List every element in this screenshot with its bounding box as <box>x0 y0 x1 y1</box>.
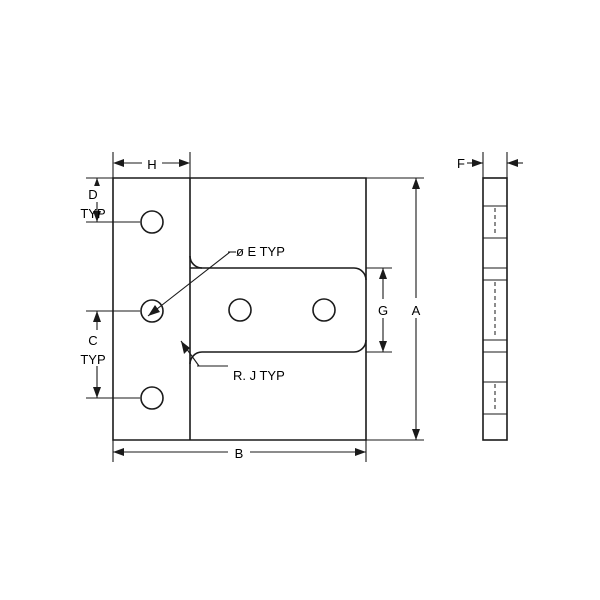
dim-g-text-mask <box>373 299 393 318</box>
dim-c-label: C <box>88 333 97 348</box>
side-view-outline <box>482 177 508 441</box>
dim-b-text-mask <box>228 443 250 461</box>
hole-callout: ø E TYP <box>147 244 285 317</box>
radius-callout-label: R. J TYP <box>233 368 285 383</box>
dim-c-typ-label: TYP <box>80 352 105 367</box>
radius-callout: R. J TYP <box>180 340 285 383</box>
dim-f-arrow-right <box>507 159 518 167</box>
hole-callout-leader <box>147 251 231 317</box>
side-view <box>482 177 508 441</box>
hole-top-left <box>140 210 164 234</box>
front-view-upper-step <box>190 267 367 281</box>
dimension-b: B <box>112 440 367 462</box>
dim-a-label: A <box>412 303 421 318</box>
dimension-d: D TYP <box>80 177 140 223</box>
dim-a-text-mask <box>406 298 426 318</box>
dim-b-arrow-left <box>113 448 124 456</box>
dim-a-arrow-bottom <box>412 429 420 440</box>
dim-c-text-mask <box>84 330 110 366</box>
dim-c-arrow-top <box>93 311 101 322</box>
dim-c-arrow-bottom <box>93 387 101 398</box>
dimension-g: G <box>366 267 393 353</box>
hole-middle-right <box>312 298 336 322</box>
front-view-outline <box>112 177 367 441</box>
dimension-f: F <box>457 152 523 178</box>
dim-h-arrow-right <box>179 159 190 167</box>
front-view <box>112 177 367 441</box>
dim-d-typ-label: TYP <box>80 206 105 221</box>
dim-g-arrow-bottom <box>379 341 387 352</box>
dim-a-arrow-top <box>412 178 420 189</box>
dim-f-label: F <box>457 156 465 171</box>
dim-h-text-mask <box>142 154 162 172</box>
dim-d-label: D <box>88 187 97 202</box>
hole-callout-label: ø E TYP <box>236 244 285 259</box>
dimension-c: C TYP <box>80 310 140 399</box>
dim-d-arrow-bottom <box>93 211 101 222</box>
dim-d-text-mask <box>84 186 110 202</box>
hole-bottom-left <box>140 386 164 410</box>
front-view-upper-fillet <box>189 255 203 269</box>
dim-b-arrow-right <box>355 448 366 456</box>
hole-middle-center <box>228 298 252 322</box>
dim-b-label: B <box>235 446 244 461</box>
dim-h-arrow-left <box>113 159 124 167</box>
dimension-h: H <box>112 152 191 178</box>
front-view-lower-step <box>189 339 367 365</box>
dim-h-label: H <box>147 157 156 172</box>
hole-callout-arrow <box>148 305 160 316</box>
dimension-a: A <box>366 177 426 441</box>
dim-g-label: G <box>378 303 388 318</box>
hole-middle-left <box>140 299 164 323</box>
dim-g-arrow-top <box>379 268 387 279</box>
dim-f-arrow-left <box>472 159 483 167</box>
radius-callout-arrow <box>181 341 190 354</box>
